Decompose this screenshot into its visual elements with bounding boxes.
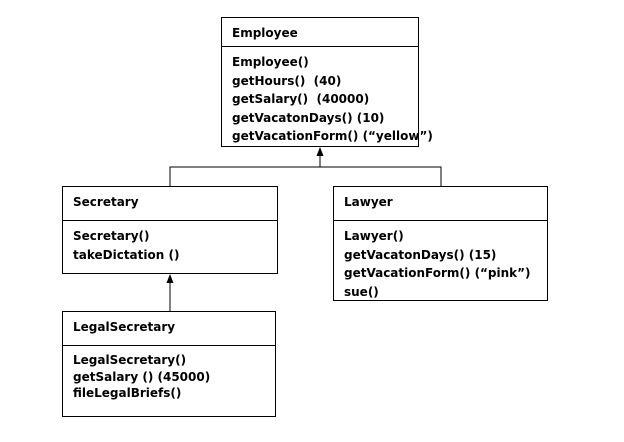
method-legal-secretary-constructor: LegalSecretary(): [73, 353, 187, 367]
class-box-lawyer: Lawyer Lawyer() getVacatonDays() (15) ge…: [333, 186, 548, 301]
method-employee-get-vacation-days: getVacatonDays() (10): [232, 110, 385, 125]
method-legal-secretary-get-salary: getSalary () (45000): [73, 369, 211, 384]
method-lawyer-constructor: Lawyer(): [344, 229, 404, 243]
class-name-lawyer: Lawyer: [334, 187, 547, 221]
class-box-legal-secretary: LegalSecretary LegalSecretary() getSalar…: [62, 311, 276, 417]
edge-lawyer-to-employee: [320, 166, 442, 186]
class-box-secretary: Secretary Secretary() takeDictation (): [62, 186, 278, 274]
class-box-employee: Employee Employee() getHours() (40) getS…: [221, 17, 433, 147]
method-employee-get-hours: getHours() (40): [232, 73, 342, 88]
generalization-arrowhead-employee: [316, 147, 324, 156]
method-legal-secretary-file-legal-briefs: fileLegalBriefs(): [73, 386, 182, 400]
method-lawyer-sue: sue(): [344, 284, 379, 299]
method-list-employee: Employee() getHours() (40) getSalary() (…: [222, 47, 433, 146]
class-name-employee: Employee: [222, 18, 418, 47]
method-employee-get-salary: getSalary() (40000): [232, 92, 370, 106]
method-employee-get-vacation-form: getVacationForm() (“yellow”): [232, 129, 433, 143]
method-secretary-take-dictation: takeDictation (): [73, 248, 180, 262]
method-list-lawyer: Lawyer() getVacatonDays() (15) getVacati…: [334, 221, 547, 301]
method-list-secretary: Secretary() takeDictation (): [63, 221, 277, 265]
class-name-secretary: Secretary: [63, 187, 277, 221]
method-employee-constructor: Employee(): [232, 55, 309, 69]
edge-secretary-to-employee: [169, 156, 321, 186]
method-list-legal-secretary: LegalSecretary() getSalary () (45000) fi…: [63, 346, 275, 402]
method-lawyer-get-vacation-form: getVacationForm() (“pink”): [344, 266, 531, 280]
method-lawyer-get-vacation-days: getVacatonDays() (15): [344, 247, 497, 262]
class-name-legal-secretary: LegalSecretary: [63, 312, 275, 346]
generalization-arrowhead-secretary: [166, 274, 174, 283]
method-secretary-constructor: Secretary(): [73, 229, 150, 243]
